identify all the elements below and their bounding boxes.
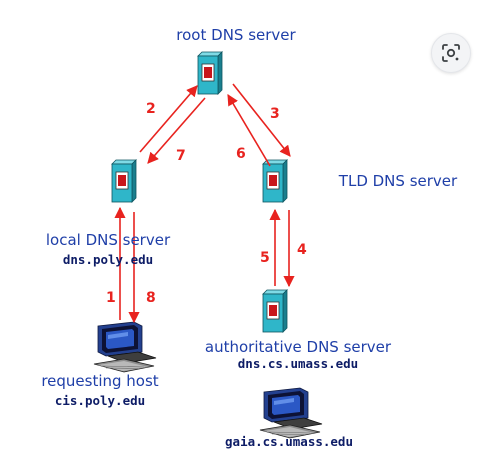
gaia-host-computer-icon bbox=[259, 387, 323, 439]
root-dns-server-icon bbox=[197, 51, 223, 95]
step-number-1: 1 bbox=[106, 290, 116, 306]
requesting-host-hostname: cis.poly.edu bbox=[55, 393, 145, 408]
requesting-host-label: requesting host bbox=[41, 372, 158, 390]
step-number-8: 8 bbox=[146, 290, 156, 306]
arrow-step-7 bbox=[147, 97, 206, 164]
tld-dns-server-label: TLD DNS server bbox=[338, 172, 458, 190]
local-dns-server-icon bbox=[111, 159, 137, 203]
requesting-host-computer-icon bbox=[93, 321, 157, 373]
step-number-4: 4 bbox=[297, 242, 307, 258]
local-dns-server-label: local DNS server bbox=[46, 231, 171, 249]
step-number-3: 3 bbox=[270, 106, 280, 122]
arrow-step-6 bbox=[227, 94, 271, 167]
lens-icon bbox=[442, 44, 460, 62]
step-number-5: 5 bbox=[260, 250, 270, 266]
authoritative-dns-server-icon bbox=[262, 289, 288, 333]
root-dns-server-label: root DNS server bbox=[176, 26, 296, 44]
authoritative-dns-server-label: authoritative DNS server bbox=[205, 338, 392, 356]
target-host-hostname: gaia.cs.umass.edu bbox=[225, 434, 353, 449]
step-number-2: 2 bbox=[146, 101, 156, 117]
tld-dns-server-icon bbox=[262, 159, 288, 203]
step-number-6: 6 bbox=[236, 146, 246, 162]
authoritative-dns-hostname: dns.cs.umass.edu bbox=[238, 356, 358, 371]
arrow-step-3 bbox=[232, 83, 291, 157]
step-number-7: 7 bbox=[176, 148, 186, 164]
lens-search-button[interactable] bbox=[431, 33, 471, 73]
arrow-step-2 bbox=[139, 85, 198, 153]
local-dns-hostname: dns.poly.edu bbox=[63, 252, 153, 267]
